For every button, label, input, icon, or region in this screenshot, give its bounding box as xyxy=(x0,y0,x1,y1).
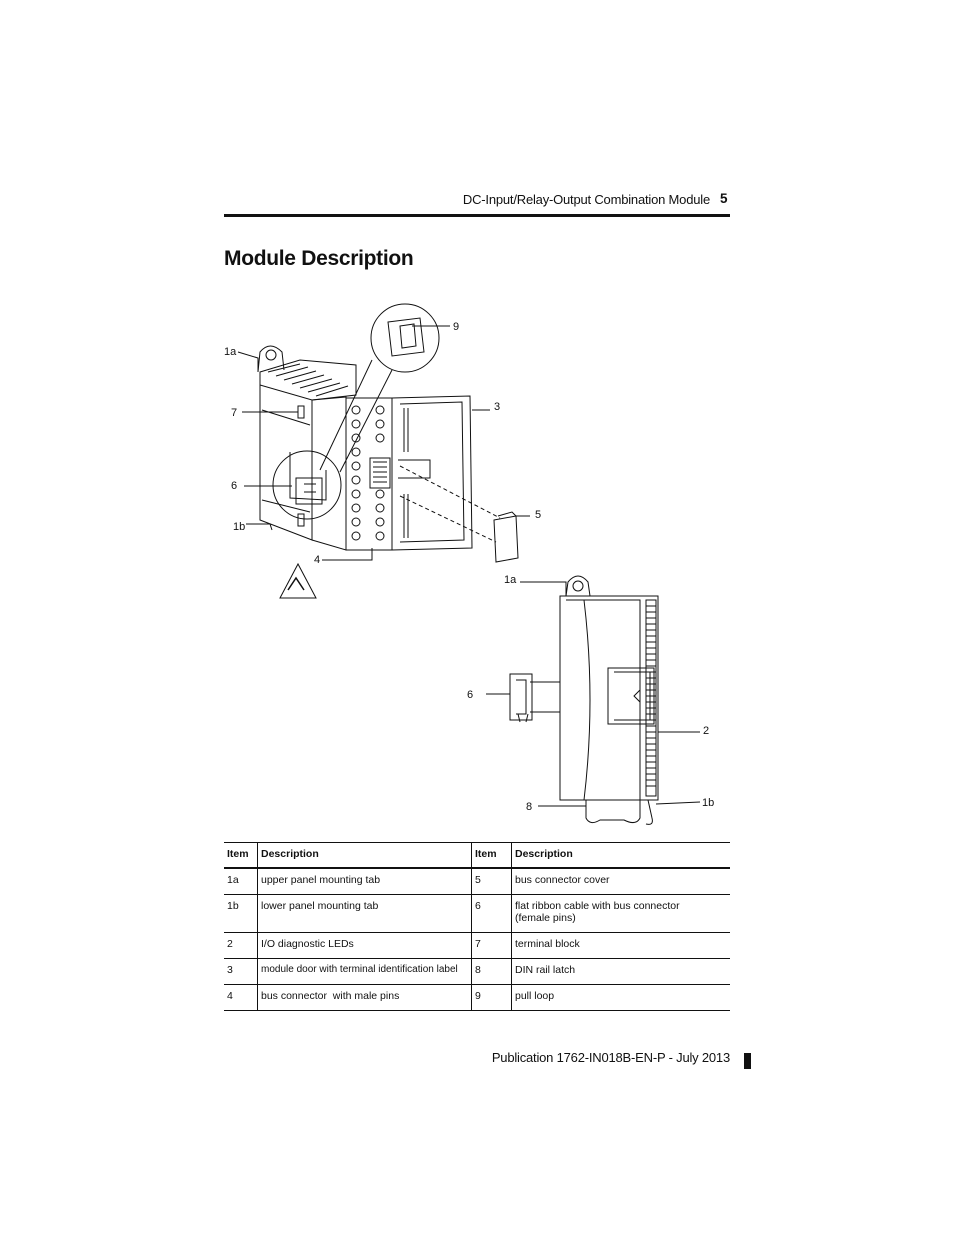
table-cell-item: 5 xyxy=(471,868,512,895)
module-body xyxy=(259,385,313,541)
header-rule xyxy=(224,214,730,217)
table-header-row: Item Description Item Description xyxy=(224,842,730,869)
side-mounting-tab-upper xyxy=(565,575,591,597)
footer-bar-marker xyxy=(744,1053,751,1069)
module-top-face xyxy=(259,359,357,401)
led-strip xyxy=(645,599,657,797)
callout-7: 7 xyxy=(231,407,237,419)
table-row: 3 module door with terminal identificati… xyxy=(224,958,730,985)
table-cell-description: terminal block xyxy=(511,932,730,959)
item-description-table: Item Description Item Description 1a upp… xyxy=(224,842,730,1011)
din-rail-latch xyxy=(585,800,641,824)
table-cell-description: module door with terminal identification… xyxy=(257,958,472,985)
callout-1b-side: 1b xyxy=(702,797,714,809)
col-header-description: Description xyxy=(511,842,730,869)
table-cell-description: bus connector cover xyxy=(511,868,730,895)
table-cell-description: I/O diagnostic LEDs xyxy=(257,932,472,959)
callout-6-side: 6 xyxy=(467,689,473,701)
table-cell-item: 4 xyxy=(224,984,258,1011)
side-module-body xyxy=(559,595,659,801)
table-row: 1a upper panel mounting tab 5 bus connec… xyxy=(224,868,730,895)
side-ribbon-cable xyxy=(530,681,560,713)
callout-4: 4 xyxy=(314,554,320,566)
table-cell-item: 1b xyxy=(224,894,258,933)
callout-8: 8 xyxy=(526,801,532,813)
table-row: 4 bus connector with male pins 9 pull lo… xyxy=(224,984,730,1011)
module-illustration: 1a 7 6 1b 4 9 3 5 1a 6 2 8 1b xyxy=(224,303,714,825)
module-door xyxy=(391,395,473,551)
page-number: 5 xyxy=(720,191,728,206)
table-cell-item: 7 xyxy=(471,932,512,959)
ribbon-cable-detail xyxy=(272,450,342,520)
esd-warning-icon xyxy=(279,562,317,599)
table-cell-description: lower panel mounting tab xyxy=(257,894,472,933)
table-cell-description: flat ribbon cable with bus connector (fe… xyxy=(511,894,730,933)
table-cell-description: DIN rail latch xyxy=(511,958,730,985)
callout-6-top: 6 xyxy=(231,480,237,492)
table-cell-item: 1a xyxy=(224,868,258,895)
table-row: 2 I/O diagnostic LEDs 7 terminal block xyxy=(224,932,730,959)
table-row: 1b lower panel mounting tab 6 flat ribbo… xyxy=(224,894,730,933)
callout-2: 2 xyxy=(703,725,709,737)
table-cell-description: bus connector with male pins xyxy=(257,984,472,1011)
header-title: DC-Input/Relay-Output Combination Module xyxy=(462,192,710,207)
table-cell-item: 8 xyxy=(471,958,512,985)
callout-3: 3 xyxy=(494,401,500,413)
table-cell-description: pull loop xyxy=(511,984,730,1011)
terminal-block xyxy=(345,397,393,551)
col-header-item: Item xyxy=(224,842,258,869)
table-cell-description: upper panel mounting tab xyxy=(257,868,472,895)
upper-mounting-tab xyxy=(257,345,285,373)
callout-5: 5 xyxy=(535,509,541,521)
table-cell-item: 9 xyxy=(471,984,512,1011)
table-cell-item: 6 xyxy=(471,894,512,933)
publication-footer: Publication 1762-IN018B-EN-P - July 2013 xyxy=(491,1050,730,1065)
table-cell-item: 3 xyxy=(224,958,258,985)
callout-9: 9 xyxy=(453,321,459,333)
callout-1a-side: 1a xyxy=(504,574,517,586)
bus-connector-cover xyxy=(493,515,519,563)
section-title: Module Description xyxy=(224,247,414,270)
col-header-item: Item xyxy=(471,842,512,869)
callout-1b-top: 1b xyxy=(233,521,245,533)
table-cell-item: 2 xyxy=(224,932,258,959)
callout-1a-top: 1a xyxy=(224,346,237,358)
col-header-description: Description xyxy=(257,842,472,869)
pull-loop-detail xyxy=(370,303,440,373)
